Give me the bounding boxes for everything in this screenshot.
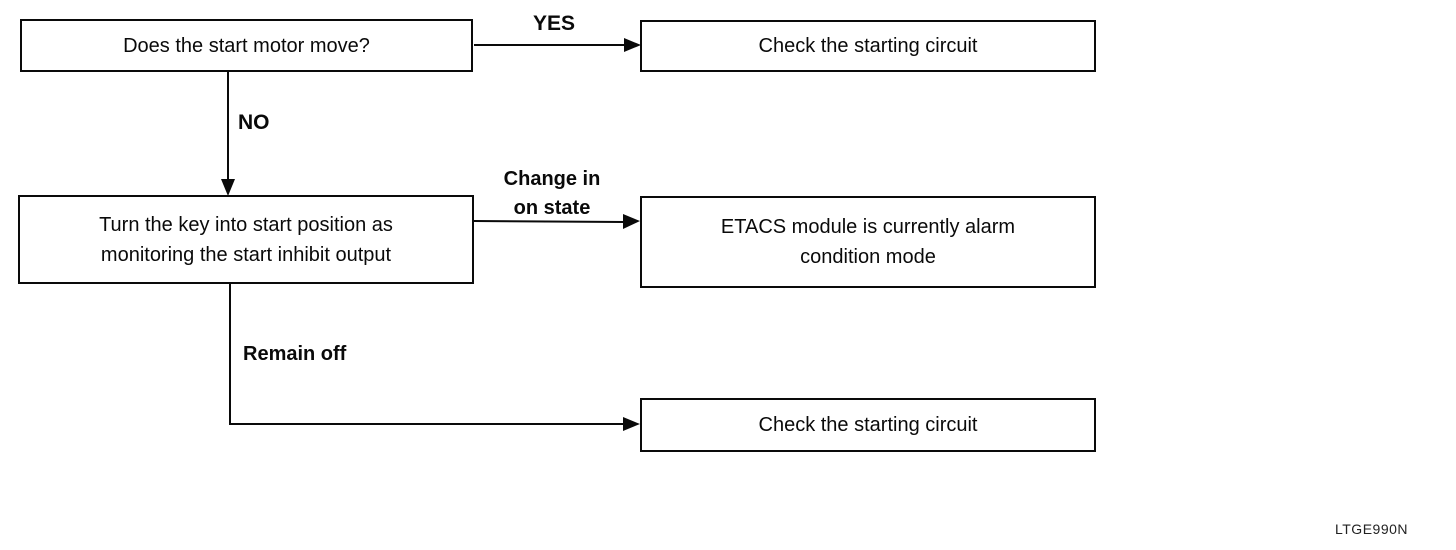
arrow-no xyxy=(221,72,235,196)
edge-label-remain-off: Remain off xyxy=(243,343,347,365)
edge-label-yes: YES xyxy=(532,12,576,35)
flow-box-start-motor-question: Does the start motor move? xyxy=(20,19,473,72)
flow-box-text: Turn the key into start position as moni… xyxy=(99,213,393,266)
flow-box-text: ETACS module is currently alarm conditio… xyxy=(720,216,1016,268)
edge-label-change-line2: on state xyxy=(513,197,591,219)
flow-box-text: Check the starting circuit xyxy=(758,414,978,436)
flow-box-text: Does the start motor move? xyxy=(123,34,370,57)
arrow-yes xyxy=(474,38,641,52)
edge-label-no: NO xyxy=(238,111,270,134)
edge-label-change-line1: Change in xyxy=(503,168,601,190)
flow-box-check-starting-circuit-top: Check the starting circuit xyxy=(640,20,1096,72)
flow-box-text: Check the starting circuit xyxy=(758,35,978,57)
flow-box-check-starting-circuit-bottom: Check the starting circuit xyxy=(640,398,1096,452)
flow-box-etacs-alarm-result: ETACS module is currently alarm conditio… xyxy=(640,196,1096,288)
reference-code: LTGE990N xyxy=(1335,521,1408,537)
edge-label-change-in-on-state: Change in on state xyxy=(478,165,626,223)
flow-box-turn-key-instruction: Turn the key into start position as moni… xyxy=(18,195,474,284)
